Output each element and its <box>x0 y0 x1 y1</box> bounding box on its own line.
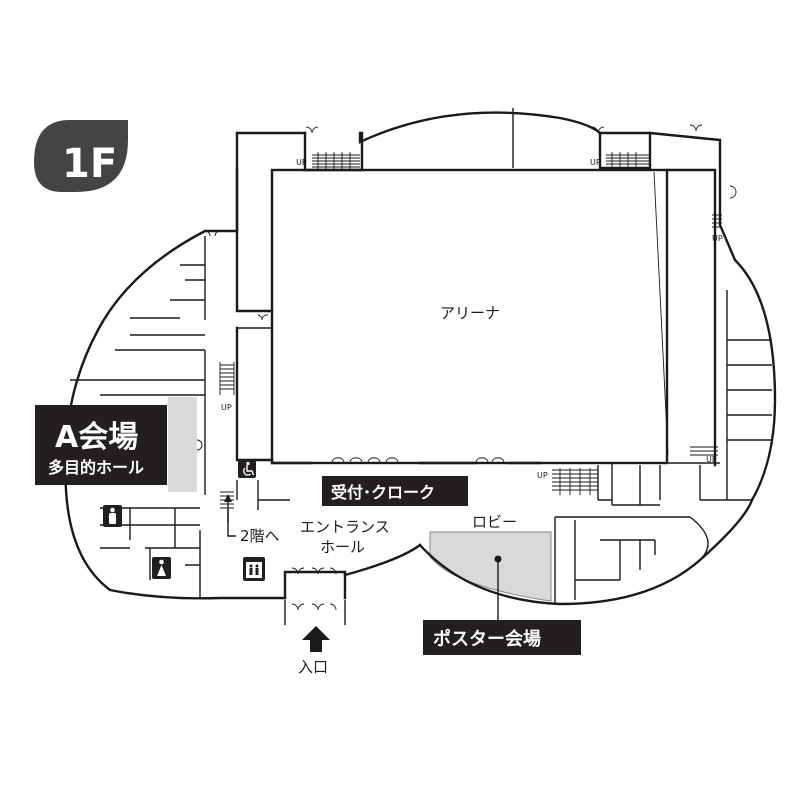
a-hall-label: A会場 多目的ホール <box>35 405 167 485</box>
doors <box>196 124 737 611</box>
wheelchair-icon <box>238 460 256 478</box>
stairs-up-label: UP <box>537 471 548 480</box>
stairs-up-label: UP <box>712 234 723 243</box>
a-hall-title: A会場 <box>55 420 138 455</box>
lobby-label: ロビー <box>472 513 517 531</box>
reception-text: 受付･クローク <box>331 483 435 502</box>
stairs-left: UP <box>219 362 235 412</box>
a-hall-subtitle: 多目的ホール <box>48 458 144 477</box>
west-rooms <box>70 264 206 598</box>
entrance-corridor <box>236 461 542 625</box>
floor-badge: 1F <box>34 120 128 192</box>
left-corridor <box>204 168 274 462</box>
stairs-to-second-floor <box>220 491 236 537</box>
elevator-icon <box>243 557 265 581</box>
stairs-top-right: UP <box>590 152 650 168</box>
a-hall-area <box>168 397 197 492</box>
lower-rooms <box>554 516 709 605</box>
male-restroom-icon <box>103 505 122 527</box>
stairs-center: UP <box>537 468 598 495</box>
stairs-right-lower: UP <box>690 446 718 464</box>
reception-label: 受付･クローク <box>322 476 468 506</box>
right-rooms <box>597 168 772 506</box>
female-restroom-icon <box>152 557 171 579</box>
stairs-up-label: UP <box>706 455 717 464</box>
stairs-top-left: UP <box>296 152 360 170</box>
entrance-label: 入口 <box>298 658 328 676</box>
to-second-floor-label: 2階へ <box>240 527 280 545</box>
stairs-up-label: UP <box>590 158 601 167</box>
building-outline <box>63 108 777 606</box>
up-arrow-icon <box>302 626 330 652</box>
poster-hall-label: ポスター会場 <box>423 555 581 655</box>
poster-hall-text: ポスター会場 <box>433 628 541 650</box>
stairs-up-label: UP <box>296 158 307 167</box>
stairs-right-upper: UP <box>712 214 723 243</box>
entrance-hall-label-line2: ホール <box>320 538 365 556</box>
floor-label: 1F <box>62 141 117 187</box>
entrance-hall-label-line1: エントランス <box>300 518 390 536</box>
stairs-up-label: UP <box>221 403 232 412</box>
arena-label: アリーナ <box>440 304 500 322</box>
